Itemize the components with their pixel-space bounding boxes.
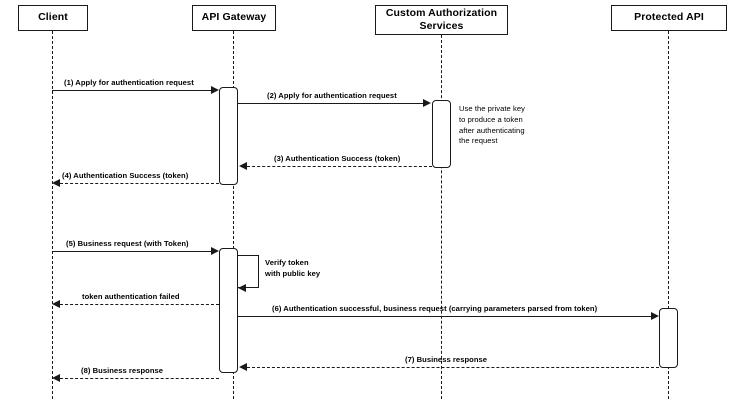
message-token-auth-failed-label: token authentication failed [82,292,180,301]
message-2-line [238,103,424,104]
message-1-arrowhead [211,86,219,94]
message-4-line [60,183,219,184]
message-8-arrowhead [52,374,60,382]
participant-client[interactable]: Client [18,5,88,31]
message-6-line [238,316,652,317]
note-private-key: Use the private key to produce a token a… [459,104,525,146]
activation-protected-api [659,308,678,368]
participant-custom-authorization-services[interactable]: Custom Authorization Services [375,5,508,35]
message-8-label: (8) Business response [81,366,164,375]
message-3-line [247,166,432,167]
message-5-line [52,251,212,252]
participant-client-label: Client [38,11,68,24]
message-2-arrowhead [423,99,431,107]
lifeline-api-gateway [233,31,234,399]
message-5-arrowhead [211,247,219,255]
participant-custom-authorization-services-label: Custom Authorization Services [385,6,498,32]
message-4-label: (4) Authentication Success (token) [62,171,189,180]
message-1-line [52,90,212,91]
self-message-verify-token-label-line2: with public key [265,269,321,278]
message-3-label: (3) Authentication Success (token) [274,154,401,163]
participant-protected-api[interactable]: Protected API [611,5,727,31]
message-6-arrowhead [651,312,659,320]
activation-api-gateway-auth [219,87,238,185]
lifeline-protected-api [668,31,669,399]
message-4-arrowhead [52,179,60,187]
self-message-verify-token-loop [238,255,259,288]
message-6-label: (6) Authentication successful, business … [272,304,598,313]
message-2-label: (2) Apply for authentication request [267,91,397,100]
message-8-line [60,378,219,379]
lifeline-client [52,31,53,399]
self-message-verify-token-arrowhead [238,284,246,292]
message-7-line [247,367,659,368]
participant-api-gateway-label: API Gateway [201,11,267,24]
message-7-arrowhead [239,363,247,371]
activation-custom-authorization-services [432,100,451,168]
self-message-verify-token-label-line1: Verify token [265,258,309,267]
message-7-label: (7) Business response [405,355,488,364]
message-token-auth-failed-line [60,304,219,305]
participant-api-gateway[interactable]: API Gateway [192,5,276,31]
activation-api-gateway-business [219,248,238,373]
message-5-label: (5) Business request (with Token) [66,239,189,248]
message-token-auth-failed-arrowhead [52,300,60,308]
lifeline-custom-authorization-services [441,35,442,399]
participant-protected-api-label: Protected API [634,11,704,24]
message-3-arrowhead [239,162,247,170]
message-1-label: (1) Apply for authentication request [64,78,194,87]
